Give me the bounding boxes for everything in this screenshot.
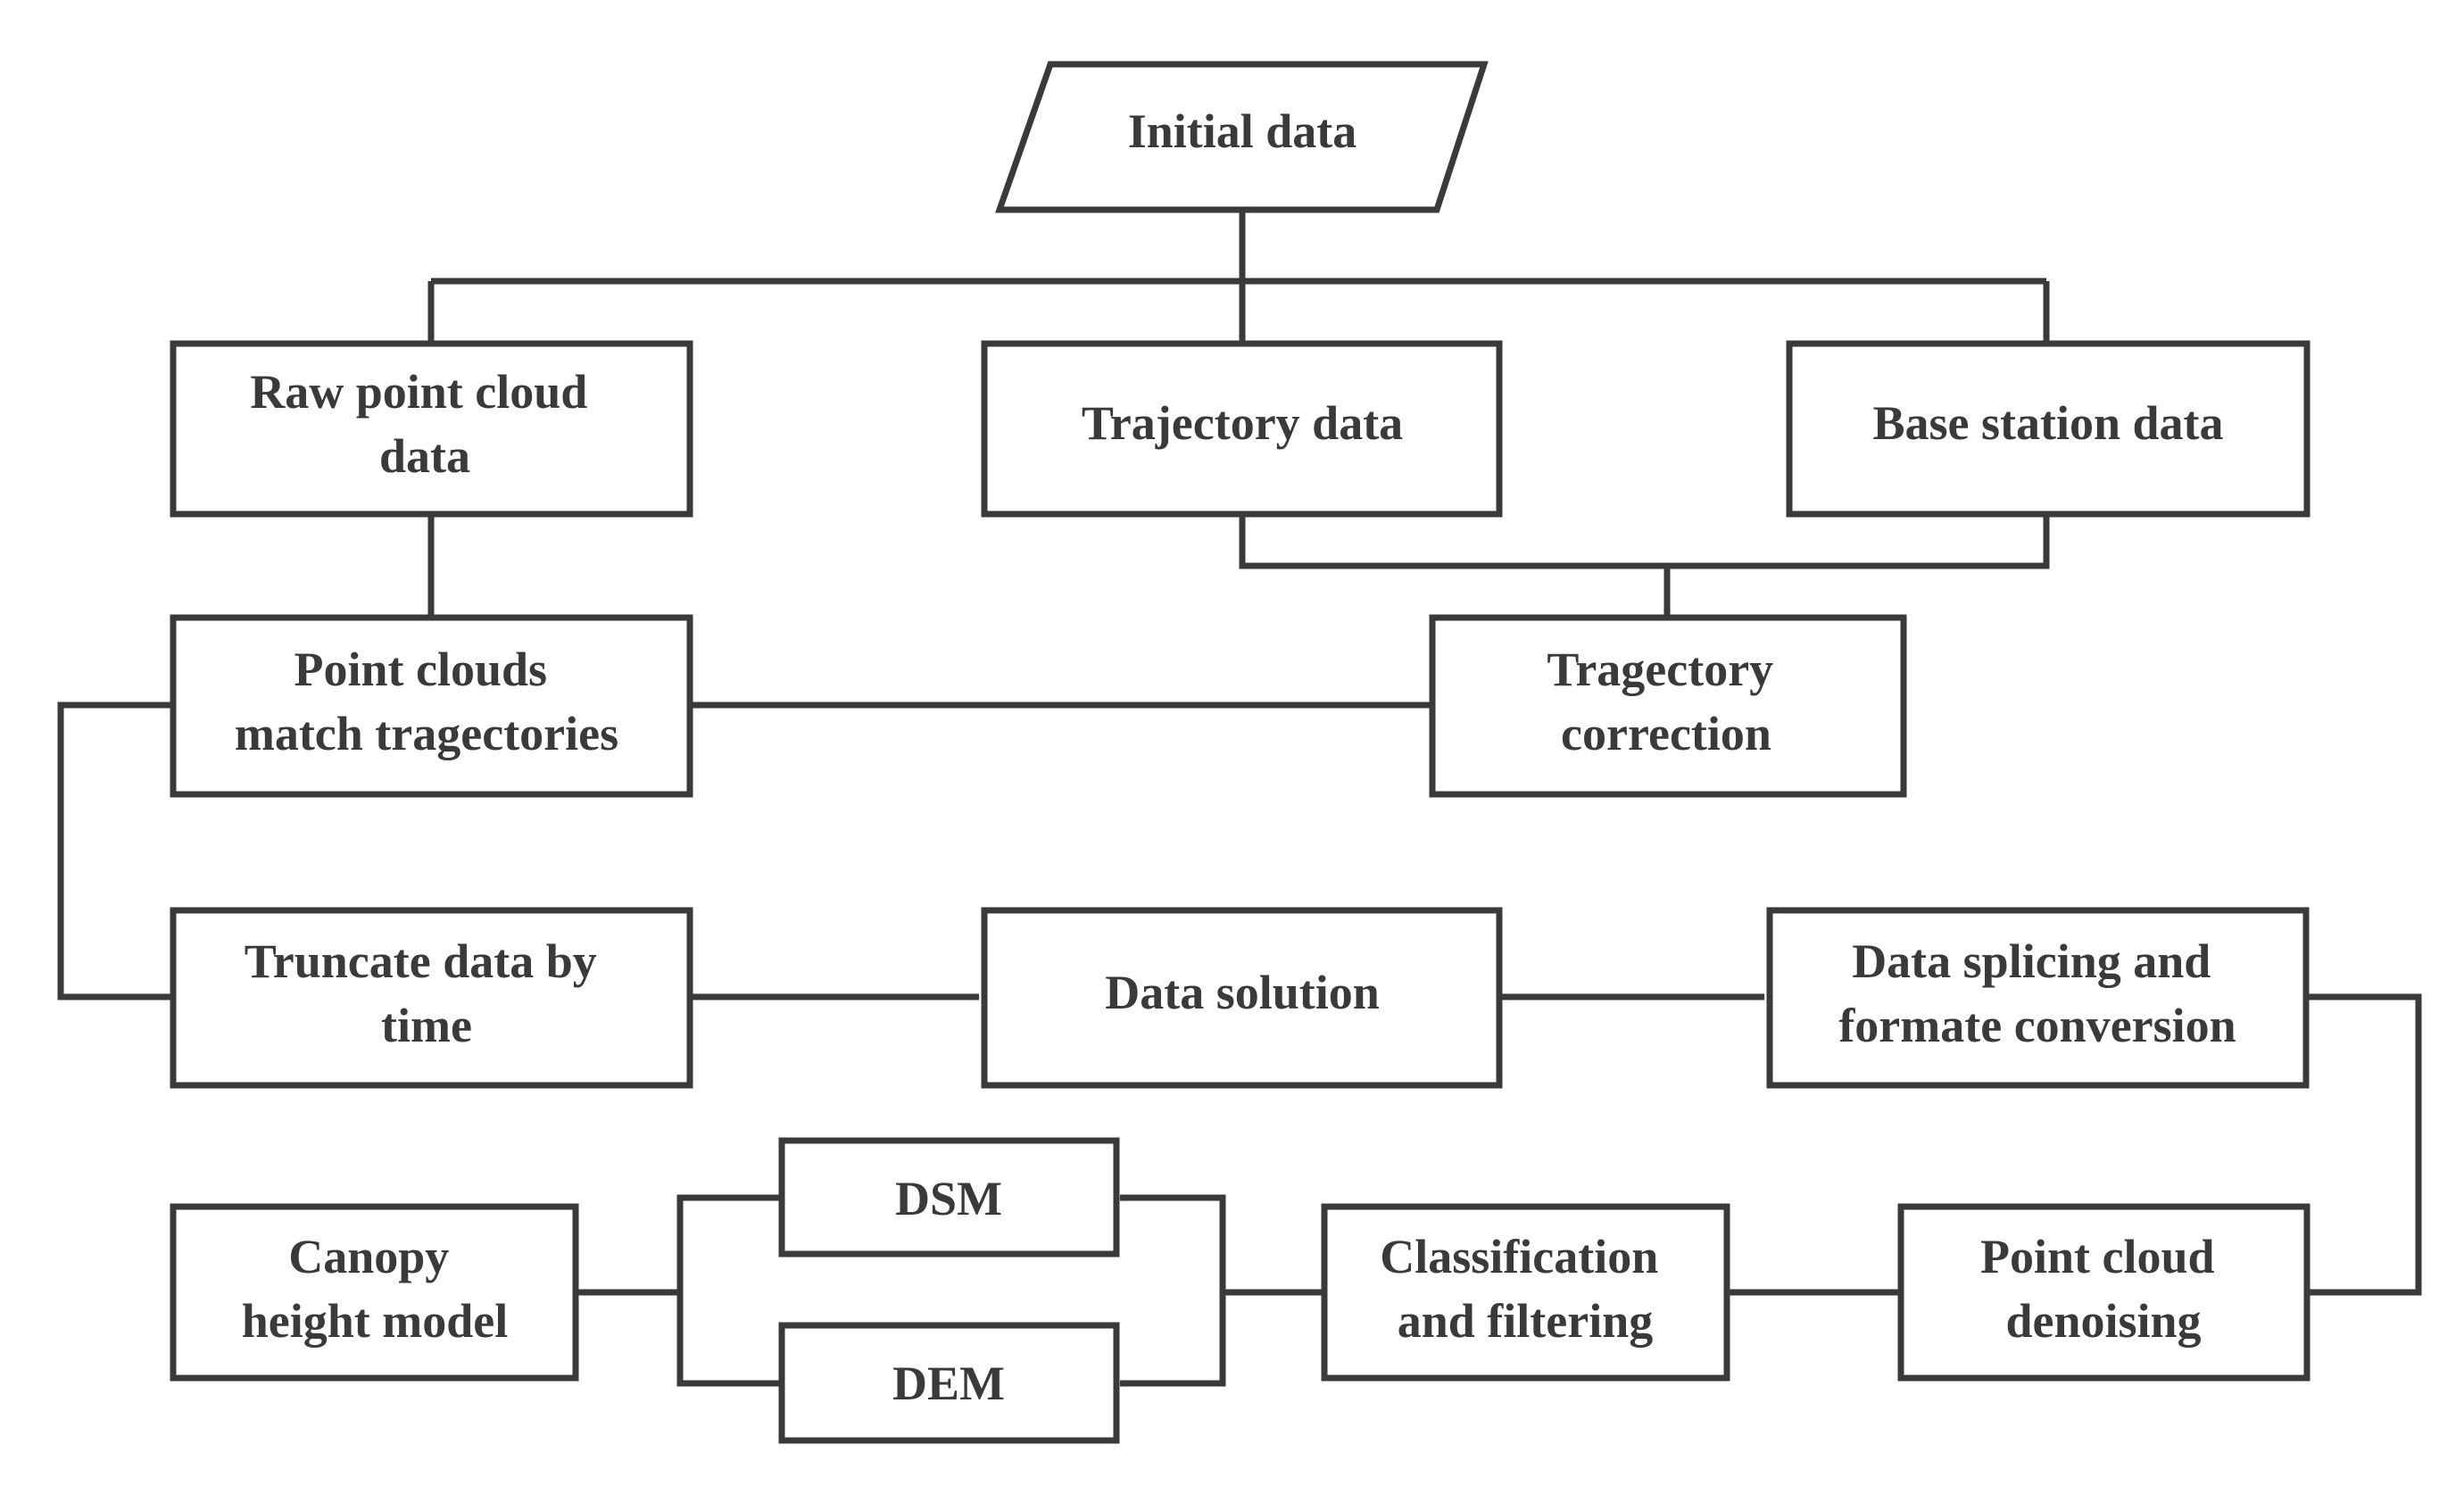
- data-solution-label: Data solution: [1105, 966, 1380, 1019]
- connector-trajectory-base-join: [1239, 514, 2050, 569]
- canopy-height-model-box: [170, 1203, 579, 1382]
- point-cloud-denoising-box: [1897, 1203, 2311, 1382]
- initial-data-label: Initial data: [1128, 104, 1357, 158]
- data-splicing-label: Data splicing and formate conversion: [1838, 934, 2236, 1052]
- node-base-station-data: Base station data: [1786, 340, 2311, 518]
- canopy-height-model-line-1: Canopy: [288, 1230, 449, 1283]
- trajectory-data-line: Trajectory data: [1082, 396, 1403, 450]
- point-cloud-denoising-label: Point cloud denoising: [1980, 1230, 2227, 1348]
- point-clouds-match-box: [170, 614, 693, 798]
- node-dsm: DSM: [778, 1137, 1120, 1258]
- connector-dsm-dem-join: [676, 1194, 782, 1387]
- node-truncate-data: Truncate data by time: [170, 907, 693, 1089]
- point-clouds-match-line-1: Point clouds: [294, 643, 547, 696]
- node-initial-data: Initial data: [995, 61, 1489, 213]
- node-point-clouds-match: Point clouds match tragectories: [170, 614, 693, 798]
- trajectory-data-box: [981, 340, 1503, 518]
- classification-filtering-line-1: Classification: [1380, 1230, 1658, 1283]
- point-cloud-denoising-line-1: Point cloud: [1980, 1230, 2215, 1283]
- node-canopy-height-model: Canopy height model: [170, 1203, 579, 1382]
- initial-data-shape: [995, 61, 1489, 213]
- initial-data-line: Initial data: [1128, 104, 1357, 158]
- node-data-solution: Data solution: [981, 907, 1503, 1089]
- dem-label: DEM: [892, 1357, 1005, 1410]
- node-dem: DEM: [778, 1322, 1120, 1444]
- connectors: [57, 210, 2422, 1387]
- base-station-data-label: Base station data: [1872, 396, 2223, 450]
- dsm-line: DSM: [895, 1172, 1002, 1225]
- canopy-height-model-line-2: height model: [242, 1294, 509, 1348]
- arrow-to-dsm: [1119, 1194, 1226, 1292]
- arrow-splicing-to-denoising: [2306, 993, 2422, 1296]
- node-classification-filtering: Classification and filtering: [1321, 1203, 1730, 1382]
- dsm-label: DSM: [895, 1172, 1002, 1225]
- point-clouds-match-label: Point clouds match tragectories: [235, 643, 618, 760]
- node-trajectory-correction: Tragectory correction: [1429, 614, 1907, 798]
- point-clouds-match-line-2: match tragectories: [235, 707, 618, 760]
- node-raw-point-cloud: Raw point cloud data: [170, 340, 693, 518]
- trajectory-correction-label: Tragectory correction: [1547, 643, 1785, 760]
- truncate-data-label: Truncate data by time: [245, 934, 610, 1052]
- data-splicing-line-1: Data splicing and: [1852, 934, 2211, 988]
- arrow-to-dem: [1119, 1292, 1226, 1387]
- node-point-cloud-denoising: Point cloud denoising: [1897, 1203, 2311, 1382]
- data-splicing-box: [1766, 907, 2310, 1089]
- base-station-data-box: [1786, 340, 2311, 518]
- canopy-height-model-label: Canopy height model: [242, 1230, 509, 1348]
- data-splicing-line-2: formate conversion: [1838, 999, 2236, 1052]
- arrow-match-to-truncate: [57, 701, 173, 1000]
- dem-box: [778, 1322, 1120, 1444]
- node-trajectory-data: Trajectory data: [981, 340, 1503, 518]
- classification-filtering-line-2: and filtering: [1398, 1294, 1654, 1348]
- base-station-data-line: Base station data: [1872, 396, 2223, 450]
- trajectory-correction-box: [1429, 614, 1907, 798]
- raw-point-cloud-line-2: data: [379, 429, 470, 483]
- trajectory-data-label: Trajectory data: [1082, 396, 1403, 450]
- dem-line: DEM: [892, 1357, 1005, 1410]
- dsm-box: [778, 1137, 1120, 1258]
- truncate-data-line-2: time: [381, 999, 472, 1052]
- raw-point-cloud-label: Raw point cloud data: [250, 365, 600, 483]
- classification-filtering-box: [1321, 1203, 1730, 1382]
- truncate-data-line-1: Truncate data by: [245, 934, 597, 988]
- classification-filtering-label: Classification and filtering: [1380, 1230, 1671, 1348]
- point-cloud-denoising-line-2: denoising: [2005, 1294, 2201, 1348]
- raw-point-cloud-box: [170, 340, 693, 518]
- data-solution-line: Data solution: [1105, 966, 1380, 1019]
- raw-point-cloud-line-1: Raw point cloud: [250, 365, 587, 419]
- trajectory-correction-line-2: correction: [1561, 707, 1771, 760]
- node-data-splicing: Data splicing and formate conversion: [1766, 907, 2310, 1089]
- data-solution-box: [981, 907, 1503, 1089]
- truncate-data-box: [170, 907, 693, 1089]
- trajectory-correction-line-1: Tragectory: [1547, 643, 1773, 696]
